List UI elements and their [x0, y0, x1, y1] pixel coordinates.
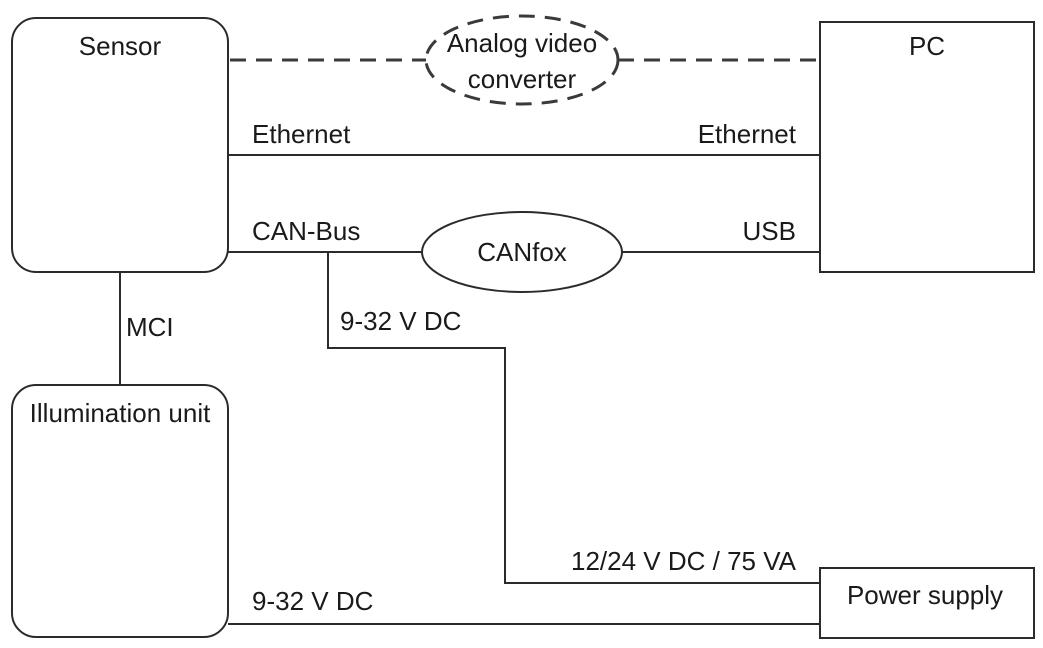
video-converter-label-line2: converter — [468, 64, 577, 94]
ethernet-sensor-label: Ethernet — [252, 119, 351, 149]
canfox-label: CANfox — [477, 237, 567, 267]
pc-box — [819, 21, 1035, 273]
illumination-power-label: 9-32 V DC — [252, 586, 373, 616]
sensor-label: Sensor — [79, 31, 162, 61]
usb-label: USB — [743, 216, 796, 246]
illumination-unit-label: Illumination unit — [30, 398, 211, 428]
video-converter-label-line1: Analog video — [447, 28, 597, 58]
mci-label: MCI — [126, 312, 174, 342]
power-supply-label: Power supply — [847, 580, 1003, 610]
supply-output-label: 12/24 V DC / 75 VA — [571, 546, 797, 576]
canbus-label: CAN-Bus — [252, 216, 360, 246]
sensor-power-line — [327, 252, 820, 584]
pc-label: PC — [909, 31, 945, 61]
ethernet-pc-label: Ethernet — [698, 119, 797, 149]
sensor-power-label: 9-32 V DC — [340, 306, 461, 336]
power-supply-box — [819, 567, 1035, 639]
